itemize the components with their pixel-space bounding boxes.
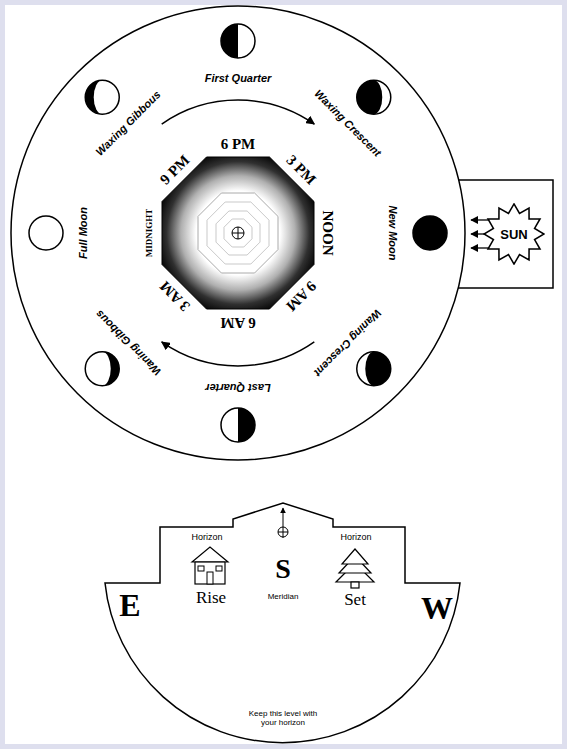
horizon-panel <box>105 503 460 743</box>
observer-symbol <box>238 227 239 239</box>
moon-dark-side <box>413 216 447 250</box>
moon-dark-side <box>85 352 119 386</box>
tree-icon <box>342 549 368 564</box>
moon-phase-icon <box>413 216 447 250</box>
meridian-label: Meridian <box>268 592 299 601</box>
earth-ring <box>224 219 252 247</box>
house-icon <box>207 572 213 584</box>
set-label: Set <box>344 590 366 610</box>
phase-label: Last Quarter <box>205 382 270 394</box>
moon-outline <box>357 352 391 386</box>
moon-lit-side <box>357 352 374 386</box>
moon-phase-icon <box>29 216 63 250</box>
moon-phase-icon <box>85 352 119 386</box>
moon-outline <box>85 352 119 386</box>
meridian-pointer <box>283 508 284 538</box>
orbit-arrow <box>162 342 315 366</box>
house-icon <box>198 566 204 571</box>
moon-phase-icon <box>221 24 255 58</box>
moon-phase-icon <box>85 80 119 114</box>
time-label: MIDNIGHT <box>144 209 154 258</box>
moon-outline <box>29 216 63 250</box>
rise-label: Rise <box>196 588 226 608</box>
earth-octagon <box>198 193 278 273</box>
earth-ring <box>216 211 260 255</box>
moon-lit-side <box>221 408 238 442</box>
moon-lit-side <box>85 352 111 386</box>
direction-letter: S <box>275 553 291 585</box>
moon-outline <box>221 408 255 442</box>
horizon-label: Horizon <box>340 532 371 542</box>
sun-label: SUN <box>500 227 527 242</box>
phase-label: Full Moon <box>77 207 89 259</box>
moon-dark-side <box>221 24 255 58</box>
moon-lit-side <box>374 80 391 114</box>
wheel-details <box>29 24 447 442</box>
earth-symbol <box>278 527 288 537</box>
house-icon <box>195 562 225 584</box>
moon-outline <box>413 216 447 250</box>
horizon-label: Horizon <box>191 532 222 542</box>
earth-ring <box>207 202 269 264</box>
instruction-note: Keep this level with your horizon <box>246 709 320 727</box>
phase-label: New Moon <box>387 206 399 261</box>
night-shade-octagon <box>162 157 314 309</box>
moon-phase-icon <box>357 352 391 386</box>
observer-symbol <box>232 227 244 239</box>
orbit-wheel <box>11 6 465 460</box>
moon-dark-side <box>357 80 391 114</box>
time-label: 6 AM <box>220 314 255 331</box>
phase-label: First Quarter <box>205 72 272 84</box>
moon-outline <box>221 24 255 58</box>
time-label: 6 PM <box>221 136 256 153</box>
house-icon <box>192 547 228 562</box>
sun-node: SUN <box>483 203 545 265</box>
moon-outline <box>357 80 391 114</box>
moon-lit-side <box>94 80 120 114</box>
moon-phase-icon <box>221 408 255 442</box>
house-icon <box>216 566 222 571</box>
moon-dark-side <box>357 352 391 386</box>
moon-dark-side <box>29 216 63 250</box>
time-label: NOON <box>319 211 336 256</box>
moon-dark-side <box>85 80 119 114</box>
drawing-part <box>484 204 544 264</box>
page-ground <box>5 5 562 744</box>
sunlight-arrow <box>471 219 490 220</box>
sunlight-arrow <box>471 247 490 248</box>
moon-outline <box>85 80 119 114</box>
orbit-arrow <box>162 100 315 124</box>
direction-letter: E <box>119 587 140 624</box>
tree-icon <box>351 582 359 588</box>
earth-symbol <box>283 527 284 537</box>
moon-dark-side <box>221 408 255 442</box>
moon-lit-side <box>238 24 255 58</box>
direction-letter: W <box>421 590 453 627</box>
moon-phase-icon <box>357 80 391 114</box>
